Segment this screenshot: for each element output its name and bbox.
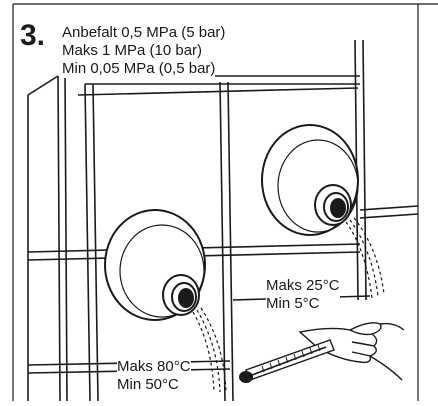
right-water-stream	[345, 217, 385, 299]
pressure-specs: Anbefalt 0,5 MPa (5 bar) Maks 1 MPa (10 …	[62, 24, 226, 78]
pressure-min: Min 0,05 MPa (0,5 bar)	[62, 60, 216, 78]
left-min-temp: Min 50°C	[117, 376, 179, 393]
thermometer-icon	[239, 339, 335, 383]
pressure-max: Maks 1 MPa (10 bar)	[62, 42, 203, 60]
right-outlet	[261, 124, 359, 236]
right-max-temp: Maks 25°C	[266, 277, 340, 294]
pressure-recommended: Anbefalt 0,5 MPa (5 bar)	[62, 24, 226, 42]
left-max-temp: Maks 80°C	[117, 358, 191, 375]
left-outlet	[104, 209, 206, 321]
left-water-stream	[192, 307, 227, 393]
right-min-temp: Min 5°C	[266, 295, 320, 312]
left-outlet-temperature: Maks 80°C Min 50°C	[117, 358, 191, 394]
right-outlet-temperature: Maks 25°C Min 5°C	[266, 277, 340, 313]
step-number: 3.	[20, 19, 46, 52]
hand-icon	[298, 322, 405, 381]
